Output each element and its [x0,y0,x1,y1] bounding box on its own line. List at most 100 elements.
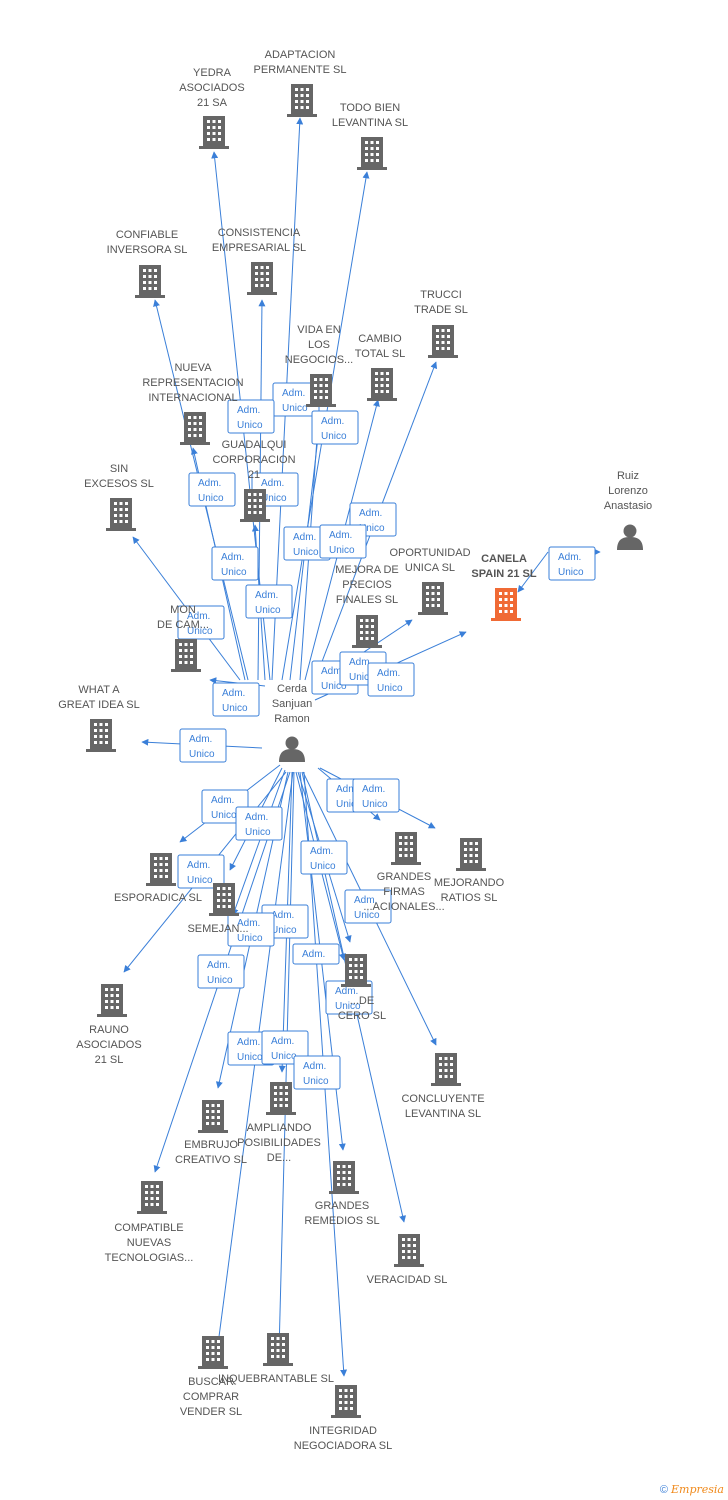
person-cerda-label: Ramon [274,713,309,725]
edge-role-text: Adm. [189,734,212,745]
company-decero-building-icon[interactable] [341,954,371,987]
company-whata-building-icon[interactable] [86,719,116,752]
company-integridad-building-icon[interactable] [331,1385,361,1418]
company-canela-building-icon[interactable] [491,588,521,621]
company-concluyente-label: CONCLUYENTE [401,1093,484,1105]
company-mejora-building-icon[interactable] [352,615,382,648]
edge-role-text: Adm. [362,784,385,795]
edge-role-text: Adm. [221,552,244,563]
edge-role-label[interactable]: Adm. Unico [177,605,225,640]
edge-role-text: Adm. [321,416,344,427]
edge-role-text: Unico [221,567,247,578]
company-inquebrantable-building-icon[interactable] [263,1333,293,1366]
company-adaptacion-label: ADAPTACION [265,49,336,61]
edge-role-label[interactable]: Adm.Unico [325,980,373,1015]
company-mon-building-icon[interactable] [171,639,201,672]
company-compatible-building-icon[interactable] [137,1181,167,1214]
edge-role-text: Unico [349,672,375,683]
edge-role-text: Unico [198,493,224,504]
company-yedra-label: 21 SA [197,97,228,109]
edge-role-text: Unico [237,933,263,944]
edge-role-text: Unico [211,810,237,821]
edge-role-label[interactable]: Adm.Unico [311,410,359,445]
company-yedra-building-icon[interactable] [199,116,229,149]
company-adaptacion-building-icon[interactable] [287,84,317,117]
company-embrujo-label: EMBRUJO [184,1139,238,1151]
company-ampliando-label: AMPLIANDO [247,1122,312,1134]
company-cambio-building-icon[interactable] [367,368,397,401]
company-ampliando-building-icon[interactable] [266,1082,296,1115]
company-grandesremedios-building-icon[interactable] [329,1161,359,1194]
company-mejorando-label: RATIOS SL [441,892,498,904]
edge-role-label[interactable]: Adm.Unico [227,912,275,947]
edge-role-label[interactable]: Adm.Unico [245,584,293,619]
edge-role-label[interactable]: Adm.Unico [235,806,283,841]
edge-role-box [235,806,283,841]
company-mejorando-building-icon[interactable] [456,838,486,871]
edge-role-label[interactable]: Adm.Unico [300,840,348,875]
company-grandesfirmas-building-icon[interactable] [391,832,421,865]
edge-role-label[interactable]: Adm.Unico [352,778,400,813]
company-mon-label: DE CAM... [157,619,209,631]
edge-role-text: Unico [335,1001,361,1012]
edge-role-label[interactable]: Adm.Unico [197,954,245,989]
edge-role-label[interactable]: Adm.Unico [283,526,331,561]
edge-role-text: Unico [237,420,263,431]
company-yedra-label: YEDRA [193,67,232,79]
company-semejan-building-icon[interactable] [209,883,239,916]
edge-role-label[interactable]: Adm.Unico [319,524,367,559]
edge-role-label[interactable]: Adm. Unico [179,728,227,763]
edge-role-label[interactable]: Adm.Unico [188,472,236,507]
edge-role-text: Unico [187,875,213,886]
company-consistencia-label: EMPRESARIAL SL [212,242,306,254]
company-mejora-label: FINALES SL [336,594,398,606]
edge-role-text: Adm. [222,688,245,699]
company-guadalqui-building-icon[interactable] [240,489,270,522]
company-consistencia-building-icon[interactable] [247,262,277,295]
edge-role-label[interactable]: Adm.Unico [212,682,260,717]
edge-role-label[interactable]: Adm.Unico [367,662,415,697]
edge-role-text: Unico [189,749,215,760]
company-buscar-building-icon[interactable] [198,1336,228,1369]
company-oportunidad-label: UNICA SL [405,562,455,574]
company-esporadica-building-icon[interactable] [146,853,176,886]
company-oportunidad-building-icon[interactable] [418,582,448,615]
edge-role-label[interactable]: Adm.Unico [177,854,225,889]
person-cerda-icon[interactable] [279,736,305,763]
person-ruiz-icon[interactable] [617,524,643,551]
edge-role-text: Adm. [187,611,210,622]
edge-role-label[interactable]: Adm.Unico [344,889,392,924]
edge-role-label[interactable]: Adm.Unico [227,399,275,434]
person-ruiz-label: Lorenzo [608,485,648,497]
company-concluyente-building-icon[interactable] [431,1053,461,1086]
edge-role-text: Unico [207,975,233,986]
company-veracidad-building-icon[interactable] [394,1234,424,1267]
edge-role-text: Unico [310,861,336,872]
company-trucci-building-icon[interactable] [428,325,458,358]
company-nueva-building-icon[interactable] [180,412,210,445]
company-rauno-building-icon[interactable] [97,984,127,1017]
company-confiable-building-icon[interactable] [135,265,165,298]
company-mon-label: MON [170,604,196,616]
edge-role-box [344,889,392,924]
edge-role-text: Unico [187,626,213,637]
company-todobien-building-icon[interactable] [357,137,387,170]
company-vidaen-building-icon[interactable] [306,374,336,407]
company-embrujo-building-icon[interactable] [198,1100,228,1133]
edge-role-label[interactable]: Adm.Unico [548,546,596,581]
company-rauno-label: ASOCIADOS [76,1039,141,1051]
company-consistencia-label: CONSISTENCIA [218,227,301,239]
company-esporadica-label: ESPORADICA SL [114,892,202,904]
edge-role-text: Unico [237,1052,263,1063]
edge-role-text: Unico [271,925,297,936]
company-nueva-label: NUEVA [174,362,212,374]
edge-role-label[interactable]: Adm.Unico [293,1055,341,1090]
edge-role-label[interactable]: Adm. Unico [211,546,259,581]
company-sinexcesos-building-icon[interactable] [106,498,136,531]
edge-role-label[interactable]: Adm. [292,943,340,965]
edge-role-box [352,778,400,813]
edge-role-box [211,546,259,581]
edge-role-text: Unico [359,523,385,534]
edge-role-text: Unico [282,403,308,414]
brand-logo-text[interactable]: Empresia [671,1483,724,1496]
